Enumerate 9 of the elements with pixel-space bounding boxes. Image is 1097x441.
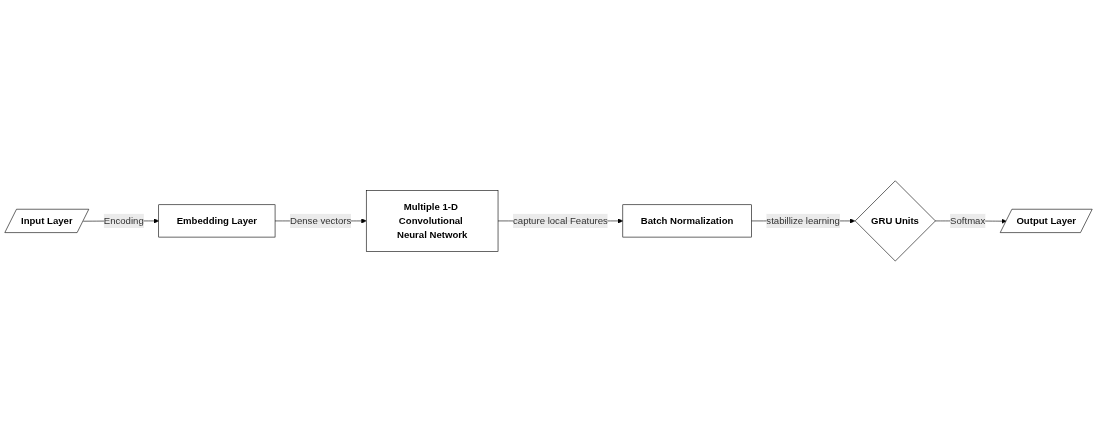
edge-label: Dense vectors [290, 215, 352, 226]
edge-label: Encoding [103, 215, 144, 226]
node-box: Multiple 1-D Convolutional Neural Network [365, 189, 499, 252]
edge-label: Softmax [950, 215, 986, 226]
node-box: Embedding Layer [158, 204, 276, 237]
node-diamond: GRU Units [854, 180, 936, 261]
edge-label: capture local Features [513, 215, 608, 226]
node-box: Batch Normalization [622, 204, 752, 237]
edge-label: stabillize learning [766, 215, 840, 226]
